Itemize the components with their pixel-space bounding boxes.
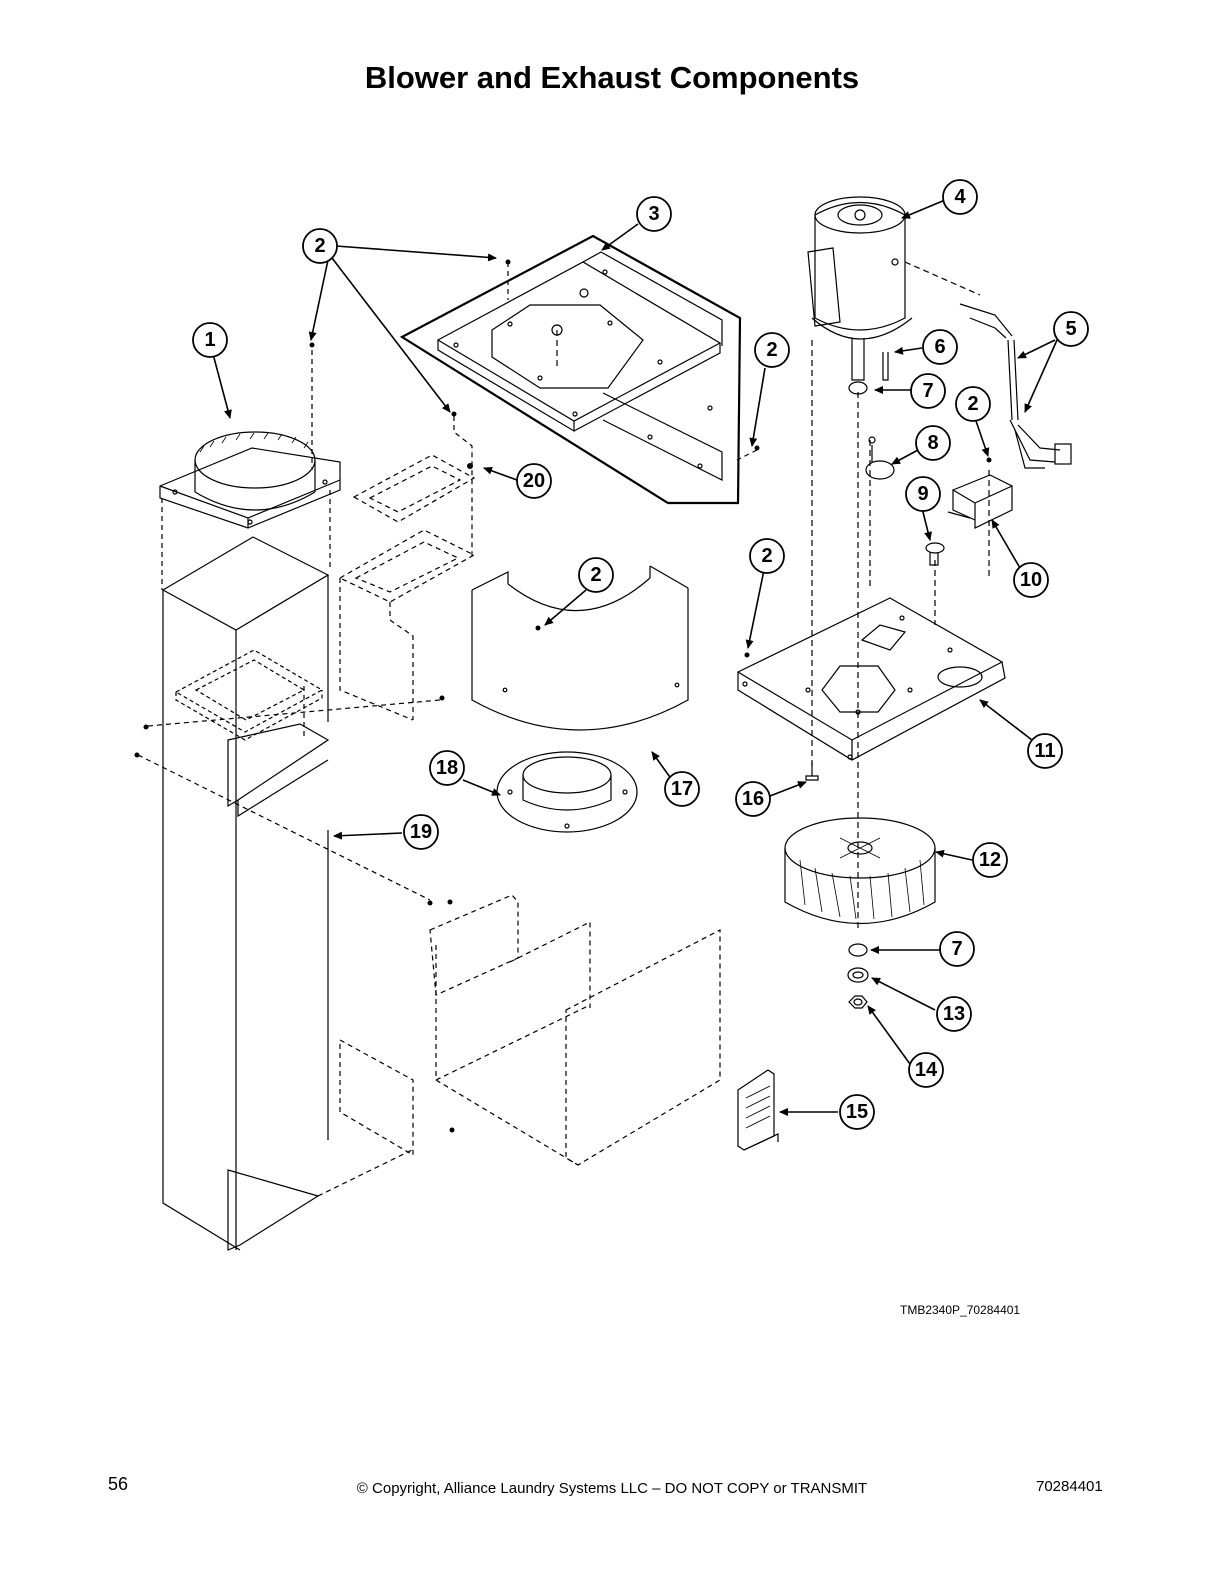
document-number: 70284401 <box>1036 1478 1103 1495</box>
callout-4: 4 <box>954 186 966 208</box>
top-panel-part-3 <box>399 234 742 505</box>
exhaust-collar-part-1 <box>159 431 341 529</box>
callout-numbers: 1 2 3 4 5 2 6 7 2 8 9 20 10 2 2 11 17 18… <box>204 186 1076 1123</box>
callout-7-b: 7 <box>951 938 962 960</box>
leader-lines <box>212 199 1058 1116</box>
bracket-part-10 <box>947 474 1014 529</box>
washer-part-7-bottom <box>848 943 868 957</box>
blower-shroud-part-17 <box>471 565 689 731</box>
motor-part-4 <box>807 196 913 381</box>
callout-16: 16 <box>742 788 764 810</box>
page-number: 56 <box>108 1474 129 1494</box>
callout-7-a: 7 <box>922 380 933 402</box>
callout-14: 14 <box>915 1059 938 1081</box>
blower-wheel-part-12 <box>784 817 936 924</box>
callout-13: 13 <box>943 1003 965 1025</box>
callout-10: 10 <box>1020 569 1042 591</box>
callout-12: 12 <box>979 849 1001 871</box>
page-title: Blower and Exhaust Components <box>364 60 860 95</box>
drawing-code: TMB2340P_70284401 <box>900 1303 1021 1317</box>
callout-11: 11 <box>1034 740 1055 762</box>
fitting-part-9 <box>925 542 945 566</box>
copyright-notice: © Copyright, Alliance Laundry Systems LL… <box>356 1480 868 1497</box>
screw-part-16 <box>805 762 819 781</box>
motor-axis <box>811 261 990 930</box>
inlet-ring-part-18 <box>496 751 638 833</box>
internal-frame-dashed <box>137 262 758 1197</box>
callout-18: 18 <box>436 757 458 779</box>
callout-9: 9 <box>917 483 928 505</box>
wire-harness-part-5 <box>959 303 1072 469</box>
callout-2-c: 2 <box>967 393 978 415</box>
exhaust-duct-part-19 <box>161 536 330 1251</box>
callout-19: 19 <box>410 821 432 843</box>
nut-part-13 <box>847 967 869 983</box>
mount-plate-part-11 <box>736 597 1006 761</box>
callout-2-b: 2 <box>766 339 777 361</box>
frame-screws <box>134 259 992 1133</box>
callout-15: 15 <box>846 1101 868 1123</box>
callout-6: 6 <box>934 336 945 358</box>
callout-3: 3 <box>648 203 659 225</box>
callout-2-d: 2 <box>761 545 772 567</box>
callout-2-e: 2 <box>590 564 601 586</box>
callout-1: 1 <box>204 329 215 351</box>
nut-part-14 <box>848 995 868 1009</box>
washer-part-7-top <box>848 381 868 395</box>
callout-2-a: 2 <box>314 235 325 257</box>
terminal-bracket-part-15 <box>737 1069 779 1151</box>
callout-bubbles <box>192 179 1089 1130</box>
callout-8: 8 <box>927 432 938 454</box>
callout-5: 5 <box>1065 318 1076 340</box>
limit-switch-part-8 <box>865 436 895 480</box>
callout-17: 17 <box>671 778 693 800</box>
callout-20: 20 <box>523 470 545 492</box>
